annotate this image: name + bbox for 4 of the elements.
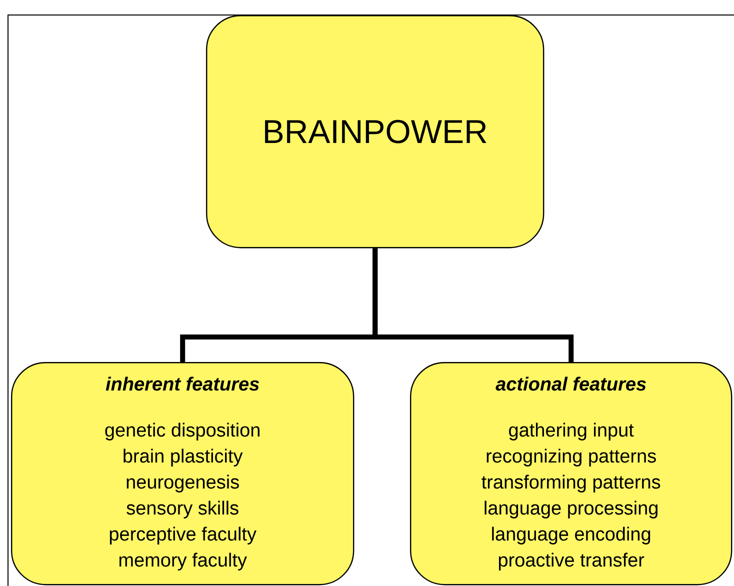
rounded-box: actional features gathering input recognizing patterns transforming patterns language processing language encoding proactive transfer	[410, 362, 732, 586]
rounded-box: inherent features genetic disposition brain plasticity neurogenesis sensory skills perceptive faculty memory faculty	[11, 362, 354, 586]
connector	[372, 248, 574, 362]
rounded-box: BRAINPOWER	[206, 15, 544, 248]
